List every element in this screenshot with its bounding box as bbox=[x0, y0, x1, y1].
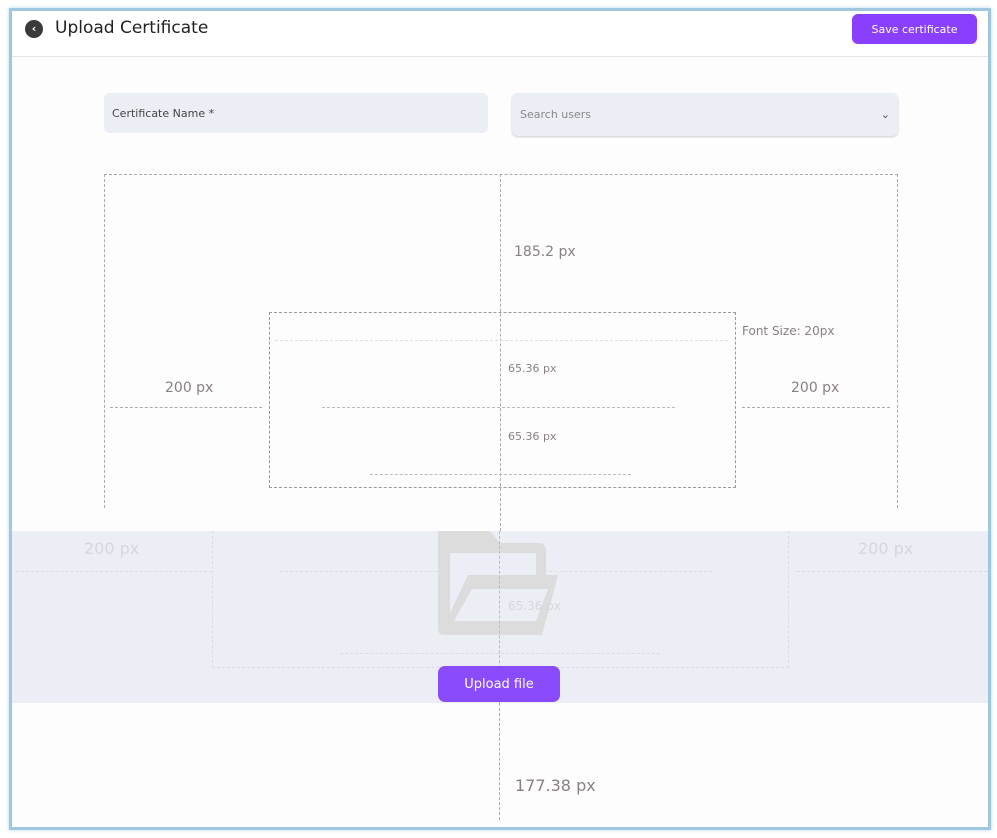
chevron-down-icon: ⌄ bbox=[880, 108, 890, 121]
faint-guide bbox=[340, 653, 660, 654]
faint-margin-label: 200 px bbox=[858, 539, 914, 558]
top-margin-label: 185.2 px bbox=[514, 244, 576, 260]
guide-line bbox=[322, 407, 675, 408]
folder-open-icon bbox=[438, 531, 558, 635]
guide-bottom bbox=[499, 703, 500, 820]
faint-line-gap-label: 65.36 px bbox=[508, 599, 561, 613]
guide-line bbox=[275, 340, 728, 341]
upload-file-button[interactable]: Upload file bbox=[438, 666, 560, 702]
bottom-margin-label: 177.38 px bbox=[515, 776, 596, 795]
save-certificate-button[interactable]: Save certificate bbox=[852, 14, 977, 44]
faint-guide bbox=[16, 571, 212, 572]
guide-right-margin bbox=[742, 407, 890, 408]
certificate-name-input[interactable]: Certificate Name * bbox=[104, 93, 488, 133]
guide-left bbox=[104, 174, 105, 508]
back-button[interactable]: ‹ bbox=[25, 20, 43, 38]
search-users-placeholder: Search users bbox=[520, 108, 592, 121]
certificate-name-label: Certificate Name * bbox=[112, 106, 215, 120]
right-margin-label: 200 px bbox=[791, 380, 840, 396]
line-gap-label: 65.36 px bbox=[508, 362, 557, 375]
page-title: Upload Certificate bbox=[55, 18, 209, 38]
text-box-guide bbox=[269, 312, 736, 488]
search-users-select[interactable]: Search users ⌄ bbox=[512, 93, 898, 136]
guide-center bbox=[499, 531, 500, 703]
guide-right bbox=[897, 174, 898, 508]
guide-top bbox=[104, 174, 898, 175]
guide-center bbox=[500, 174, 501, 531]
faint-guide bbox=[797, 571, 987, 572]
guide-left-margin bbox=[110, 407, 262, 408]
line-gap-label: 65.36 px bbox=[508, 430, 557, 443]
faint-margin-label: 200 px bbox=[84, 539, 140, 558]
left-margin-label: 200 px bbox=[165, 380, 214, 396]
font-size-label: Font Size: 20px bbox=[742, 324, 835, 338]
guide-line bbox=[370, 474, 631, 475]
header: ‹ Upload Certificate Save certificate bbox=[12, 11, 988, 57]
